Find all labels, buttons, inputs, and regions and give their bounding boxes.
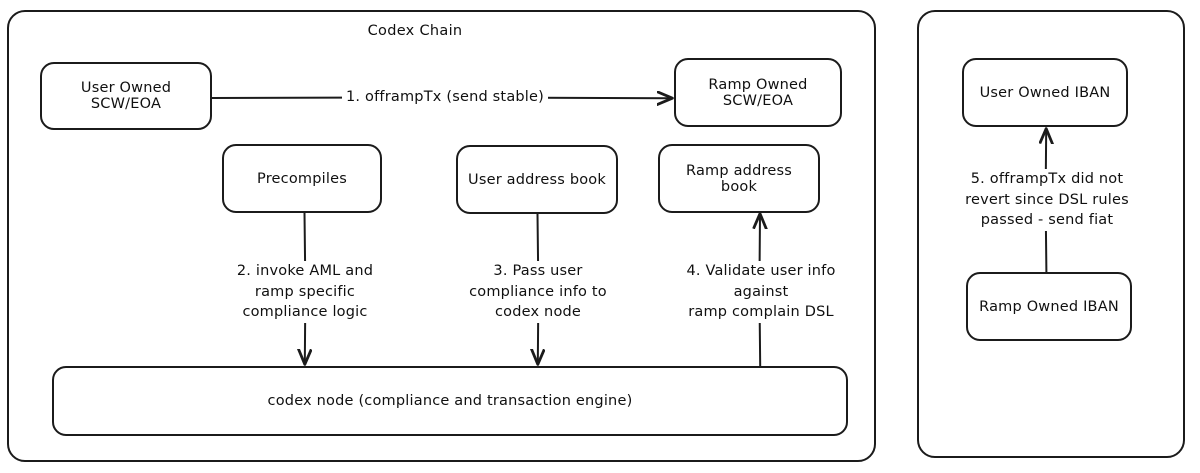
edge-label-step4-line3: ramp complain DSL: [688, 304, 834, 321]
node-ramp-iban[interactable]: Ramp Owned IBAN: [966, 272, 1132, 341]
edge-label-step4-line1: 4. Validate user info: [686, 263, 836, 279]
node-ramp-scw-eoa-label: Ramp Owned SCW/EOA: [708, 76, 808, 109]
edge-label-step4: 4. Validate user info against ramp compl…: [670, 261, 852, 323]
node-user-iban-label: User Owned IBAN: [979, 84, 1111, 101]
edge-label-step2-line2: ramp specific: [254, 283, 356, 300]
node-ramp-address-book-label: Ramp address book: [686, 162, 792, 195]
node-ramp-address-book[interactable]: Ramp address book: [658, 144, 820, 213]
node-user-scw-eoa-label: User Owned SCW/EOA: [80, 80, 172, 112]
edge-label-step3: 3. Pass user compliance info to codex no…: [458, 261, 618, 323]
edge-label-step5-line3: passed - send fiat: [980, 212, 1114, 229]
node-ramp-scw-eoa[interactable]: Ramp Owned SCW/EOA: [674, 58, 842, 127]
container-title-codex-chain: Codex Chain: [367, 23, 463, 39]
edge-label-step5: 5. offrampTx did not revert since DSL ru…: [952, 169, 1142, 231]
edge-label-step5-line2: revert since DSL rules: [965, 191, 1129, 208]
edge-label-step3-line1: 3. Pass user: [493, 263, 583, 279]
node-precompiles[interactable]: Precompiles: [222, 144, 382, 213]
node-user-address-book-label: User address book: [468, 171, 606, 188]
node-precompiles-label: Precompiles: [257, 170, 347, 187]
node-ramp-iban-label: Ramp Owned IBAN: [979, 298, 1119, 315]
edge-label-step4-line2: against: [733, 283, 789, 300]
node-codex-node-label: codex node (compliance and transaction e…: [267, 393, 633, 409]
edge-label-step1: 1. offrampTx (send stable): [342, 89, 549, 105]
edge-label-step5-line1: 5. offrampTx did not: [970, 171, 1124, 187]
node-codex-node[interactable]: codex node (compliance and transaction e…: [52, 366, 848, 436]
node-user-scw-eoa[interactable]: User Owned SCW/EOA: [40, 62, 212, 130]
node-user-iban[interactable]: User Owned IBAN: [962, 58, 1128, 127]
edge-label-step3-line2: compliance info to: [469, 283, 607, 300]
edge-label-step2-line3: compliance logic: [242, 304, 368, 321]
node-user-address-book[interactable]: User address book: [456, 145, 618, 214]
edge-label-step2: 2. invoke AML and ramp specific complian…: [225, 261, 385, 323]
edge-label-step2-line1: 2. invoke AML and: [236, 263, 374, 279]
edge-label-step3-line3: codex node: [494, 304, 582, 321]
